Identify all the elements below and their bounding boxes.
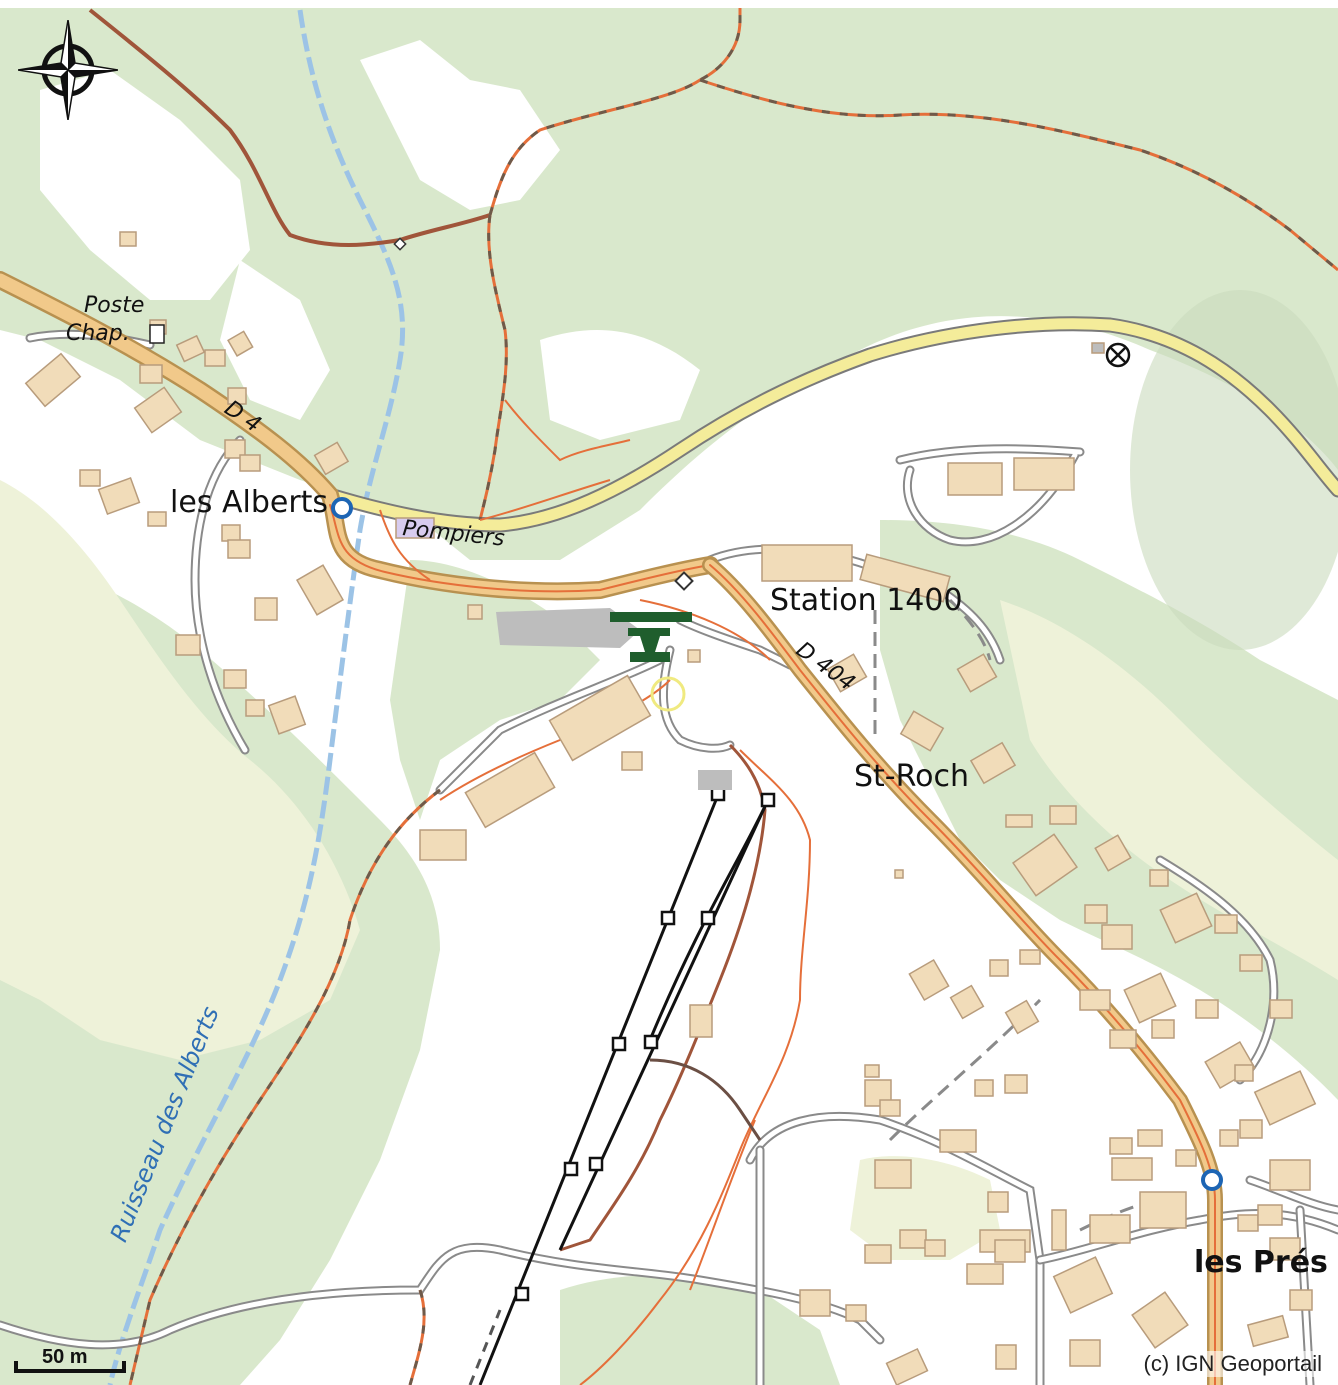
junction-marker-icon — [674, 571, 694, 591]
scale-bar-tick-right — [122, 1361, 126, 1373]
lift-station-icon — [610, 612, 692, 662]
highlight-circle-icon — [650, 676, 686, 712]
scale-bar-line — [14, 1369, 126, 1373]
parking-area — [496, 608, 640, 648]
dashed-lift-track — [468, 1309, 502, 1385]
scale-bar: 50 m — [14, 1346, 126, 1373]
label-st-roch: St-Roch — [854, 759, 969, 794]
buildings — [24, 231, 1317, 1385]
map-attribution: (c) IGN Geoportail — [1143, 1351, 1322, 1377]
hiking-trails — [128, 0, 1338, 1385]
ski-lift-pylons — [514, 786, 776, 1302]
minor-roads-fill — [27, 331, 1338, 1213]
chapel-icon — [149, 324, 165, 344]
label-station-1400: Station 1400 — [770, 583, 963, 618]
label-les-alberts: les Alberts — [170, 485, 328, 520]
meadow-areas — [0, 480, 1338, 1260]
clearings — [40, 40, 700, 1260]
lift-station-area — [698, 770, 732, 790]
main-road — [324, 318, 1338, 531]
bus-stop-icon[interactable] — [1201, 1169, 1223, 1191]
hill-shade — [1130, 290, 1338, 650]
compass-rose-icon[interactable] — [18, 20, 118, 120]
label-chap: Chap. — [66, 321, 130, 346]
scale-bar-label: 50 m — [42, 1346, 88, 1368]
trail-junction-icon — [393, 237, 407, 251]
ski-lifts — [478, 794, 770, 1385]
top-edge-band — [0, 0, 1338, 8]
label-poste: Poste — [84, 293, 144, 318]
label-les-pres: les Prés — [1194, 1245, 1328, 1280]
departmental-road-d404 — [702, 557, 1224, 1385]
stream-line — [107, 9, 406, 1385]
cross-circle-icon — [1105, 342, 1131, 368]
brown-trail — [88, 8, 491, 247]
lower-roads — [0, 1111, 1338, 1385]
scale-bar-tick-left — [14, 1361, 18, 1373]
departmental-road-d4 — [0, 271, 719, 601]
bus-stop-icon[interactable] — [331, 497, 353, 519]
